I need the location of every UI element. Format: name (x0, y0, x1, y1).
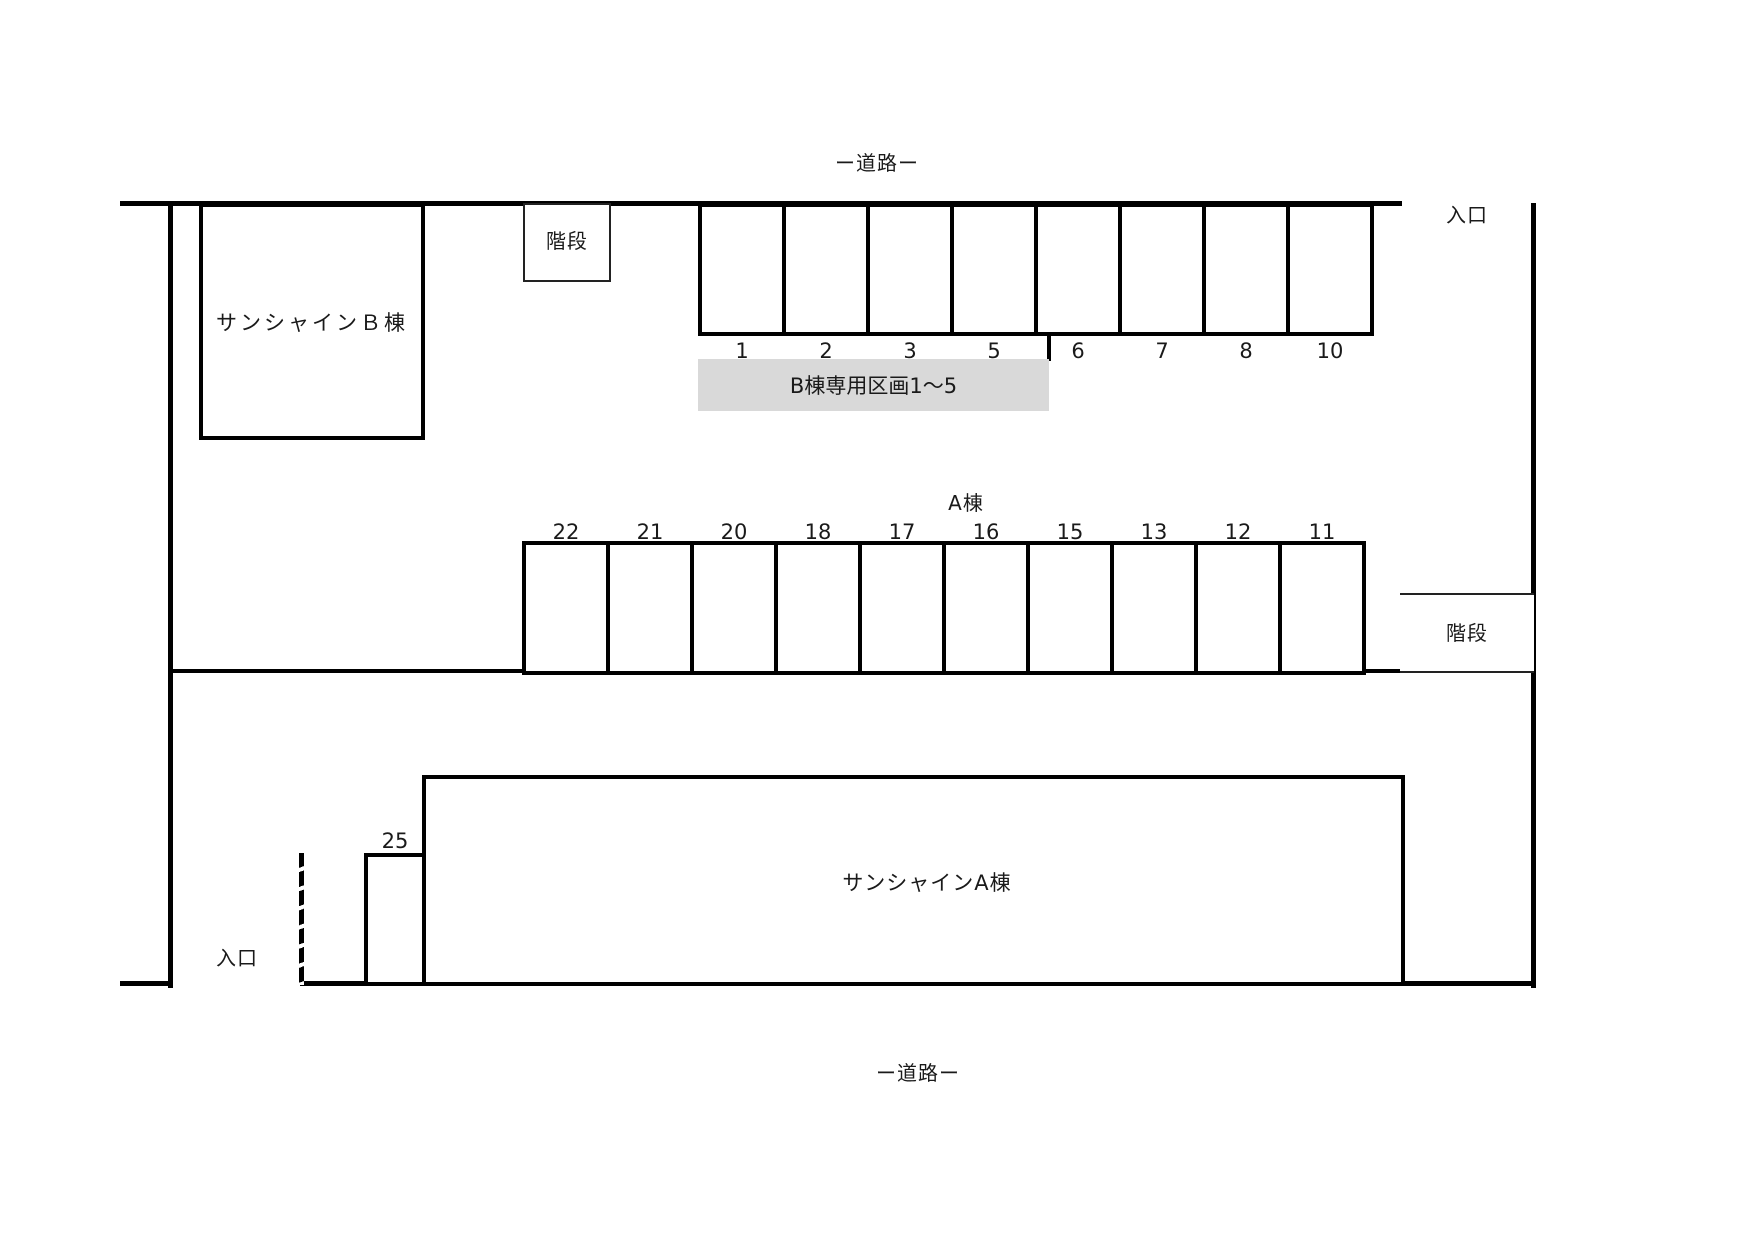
slot-number: 7 (1155, 339, 1169, 363)
slot-number: 6 (1071, 339, 1085, 363)
parking-slot[interactable]: 18 (774, 520, 862, 675)
parking-slot[interactable]: 21 (606, 520, 694, 675)
bottom-left-stub (120, 981, 173, 986)
slot-number: 2 (819, 339, 833, 363)
parking-slot[interactable]: 2 (782, 203, 870, 363)
slot-number: 3 (903, 339, 917, 363)
parking-slot[interactable]: 16 (942, 520, 1030, 675)
parking-slot[interactable]: 12 (1194, 520, 1282, 675)
parking-slot[interactable]: 1 (698, 203, 786, 363)
slot-number: 22 (552, 520, 580, 544)
slot-number: 10 (1316, 339, 1344, 363)
left-wall (168, 201, 173, 988)
stairs-right-label: 階段 (1446, 621, 1488, 645)
slot-number: 21 (636, 520, 664, 544)
entrance-gate-dashed (299, 853, 304, 985)
building-b-label: サンシャインＢ棟 (216, 311, 408, 335)
b-reserved-label: B棟専用区画1〜5 (789, 374, 958, 398)
parking-slot[interactable]: 8 (1202, 203, 1290, 363)
road-label-top: ー道路ー (835, 151, 919, 175)
slot-number: 1 (735, 339, 749, 363)
slot-number: 8 (1239, 339, 1253, 363)
slot-number: 5 (987, 339, 1001, 363)
building-a: サンシャインA棟 (422, 775, 1405, 986)
reserved-divider-tick (1047, 333, 1051, 361)
road-label-bottom: ー道路ー (876, 1061, 960, 1085)
parking-slot[interactable]: 6 (1034, 203, 1122, 363)
stairs-top: 階段 (523, 203, 611, 282)
parking-slot[interactable]: 22 (522, 520, 610, 675)
parking-slot[interactable]: 20 (690, 520, 778, 675)
building-b: サンシャインＢ棟 (199, 203, 425, 440)
slot-number: 15 (1056, 520, 1084, 544)
entrance-label-bottom-left: 入口 (216, 946, 258, 970)
b-reserved-zone: B棟専用区画1〜5 (698, 359, 1049, 411)
building-a-label: サンシャインA棟 (842, 871, 1012, 895)
parking-slot[interactable]: 17 (858, 520, 946, 675)
parking-slot[interactable]: 3 (866, 203, 954, 363)
slot-number: 12 (1224, 520, 1252, 544)
top-parking-row: 1 2 3 5 6 7 8 10 (698, 203, 1374, 363)
stairs-top-label: 階段 (546, 229, 588, 253)
slot-number: 16 (972, 520, 1000, 544)
slot-number: 17 (888, 520, 916, 544)
entrance-label-top-right: 入口 (1446, 203, 1488, 227)
slot-number: 11 (1308, 520, 1336, 544)
middle-parking-row: 22 21 20 18 17 16 15 13 12 11 (522, 520, 1366, 675)
slot-number: 18 (804, 520, 832, 544)
parking-slot[interactable]: 7 (1118, 203, 1206, 363)
a-row-label: A棟 (948, 491, 984, 515)
parking-slot[interactable]: 5 (950, 203, 1038, 363)
parking-slot[interactable]: 15 (1026, 520, 1114, 675)
slot-number: 25 (381, 829, 409, 853)
parking-slot[interactable]: 10 (1286, 203, 1374, 363)
parking-slot-25[interactable]: 25 (364, 829, 426, 986)
parking-slot[interactable]: 13 (1110, 520, 1198, 675)
slot-number: 20 (720, 520, 748, 544)
parking-slot[interactable]: 11 (1278, 520, 1366, 675)
slot-number: 13 (1140, 520, 1168, 544)
stairs-right: 階段 (1400, 593, 1534, 673)
